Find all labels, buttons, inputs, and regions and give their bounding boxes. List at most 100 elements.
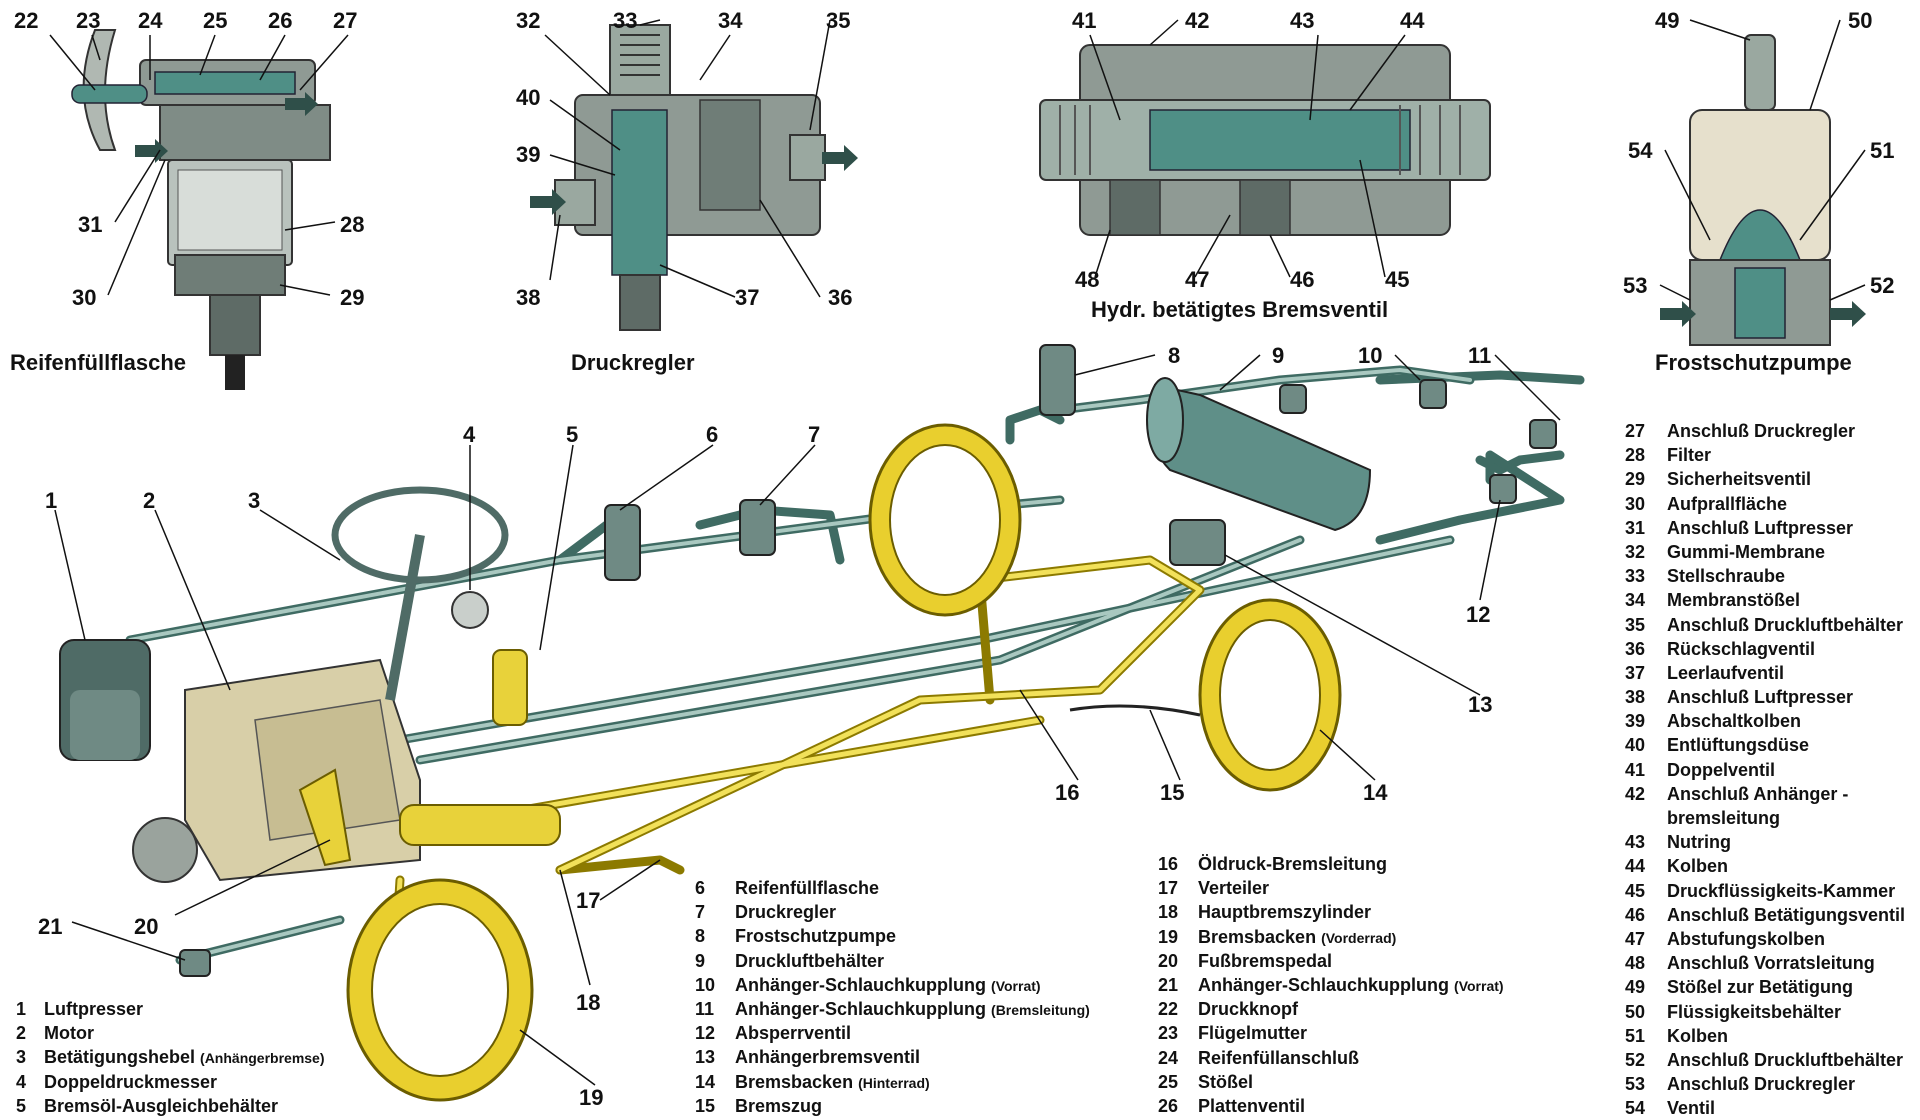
legend-text: Abschaltkolben xyxy=(1667,711,1802,732)
callout-51: 51 xyxy=(1870,138,1894,163)
legend-number: 1 xyxy=(16,999,27,1019)
callout-35: 35 xyxy=(826,8,850,33)
legend-text: Anschluß Betätigungsventil xyxy=(1667,904,1906,925)
legend-number: 4 xyxy=(16,1071,27,1092)
legend-note: (Vorrat) xyxy=(991,977,1041,994)
callout-10: 10 xyxy=(1358,343,1382,368)
callout-43: 43 xyxy=(1290,8,1314,33)
callout-23: 23 xyxy=(76,8,100,33)
legend-number: 34 xyxy=(1625,590,1646,611)
legend-number: 35 xyxy=(1625,614,1646,635)
callout-41: 41 xyxy=(1072,8,1096,33)
callout-44: 44 xyxy=(1400,8,1425,33)
legend-text: Anhänger-Schlauchkupplung xyxy=(1198,974,1450,995)
callout-29: 29 xyxy=(340,285,364,310)
legend-text: Anhängerbremsventil xyxy=(735,1047,921,1068)
callout-45: 45 xyxy=(1385,267,1409,292)
legend-text: Verteiler xyxy=(1198,878,1270,899)
callout-36: 36 xyxy=(828,285,852,310)
callout-19: 19 xyxy=(579,1085,603,1110)
legend-number: 8 xyxy=(695,926,706,947)
callout-1: 1 xyxy=(45,488,57,513)
legend-number: 48 xyxy=(1625,953,1646,974)
callout-53: 53 xyxy=(1623,273,1647,298)
legend-text: Leerlaufventil xyxy=(1667,662,1785,683)
legend-text: Fußbremspedal xyxy=(1198,950,1333,971)
callout-numbers: 22 23 24 25 26 27 31 30 28 29 32 33 34 3… xyxy=(14,8,1894,1110)
title-frostschutzpumpe: Frostschutzpumpe xyxy=(1655,350,1852,375)
callout-33: 33 xyxy=(613,8,637,33)
legend-number: 9 xyxy=(695,950,706,971)
legend-item: 12 Absperrventil xyxy=(695,1021,1090,1045)
legend-number: 23 xyxy=(1158,1023,1179,1044)
legend-text: Anschluß Vorratsleitung xyxy=(1667,953,1875,974)
callout-28: 28 xyxy=(340,212,364,237)
legend-number: 44 xyxy=(1625,856,1646,877)
legend-number: 41 xyxy=(1625,759,1646,780)
legend-text: Betätigungshebel xyxy=(44,1047,196,1068)
legend-text: Reifenfüllflasche xyxy=(735,878,880,898)
legend-item: bremsleitung xyxy=(1625,806,1905,830)
legend-number: 37 xyxy=(1625,662,1646,683)
motor xyxy=(132,658,421,883)
title-bremsventil: Hydr. betätigtes Bremsventil xyxy=(1091,297,1388,322)
legend-number: 24 xyxy=(1158,1047,1179,1068)
callout-30: 30 xyxy=(72,285,96,310)
callout-18: 18 xyxy=(576,990,600,1015)
callout-49: 49 xyxy=(1655,8,1679,33)
legend-text: Stößel zur Betätigung xyxy=(1667,977,1853,998)
legend-number: 36 xyxy=(1625,638,1646,659)
legend-number: 53 xyxy=(1625,1074,1646,1095)
legend-text: Bremsbacken xyxy=(735,1071,854,1092)
legend-number: 17 xyxy=(1158,878,1179,899)
legend-text: Aufprallfläche xyxy=(1667,493,1788,514)
legend-item: 25 Stößel xyxy=(1158,1070,1504,1094)
callout-54: 54 xyxy=(1628,138,1653,163)
legend-number: 43 xyxy=(1625,832,1646,853)
callout-9: 9 xyxy=(1272,343,1284,368)
druckluftbehaelter xyxy=(1146,377,1372,532)
legend-number: 38 xyxy=(1625,687,1646,708)
legend-number: 25 xyxy=(1158,1071,1179,1092)
legend-number: 11 xyxy=(695,998,715,1019)
legend-number: 40 xyxy=(1625,735,1646,756)
legend-number: 31 xyxy=(1625,517,1646,538)
callout-34: 34 xyxy=(718,8,743,33)
legend-item: 43 Nutring xyxy=(1625,830,1905,854)
callout-26: 26 xyxy=(268,8,292,33)
legend-number: 28 xyxy=(1625,445,1646,466)
legend-text: Flügelmutter xyxy=(1198,1023,1308,1044)
legend-text: Stößel xyxy=(1198,1071,1254,1092)
legend-text: Nutring xyxy=(1667,832,1731,853)
legend-number: 12 xyxy=(695,1023,716,1044)
legend-number: 46 xyxy=(1625,904,1646,925)
legend-number: 14 xyxy=(695,1071,716,1092)
legend-text: Ventil xyxy=(1667,1098,1716,1119)
callout-47: 47 xyxy=(1185,267,1209,292)
legend-text: Absperrventil xyxy=(735,1023,852,1044)
legend-text: Entlüftungsdüse xyxy=(1667,735,1809,756)
legend-text: Anschluß Druckregler xyxy=(1667,421,1856,441)
callout-14: 14 xyxy=(1363,780,1388,805)
